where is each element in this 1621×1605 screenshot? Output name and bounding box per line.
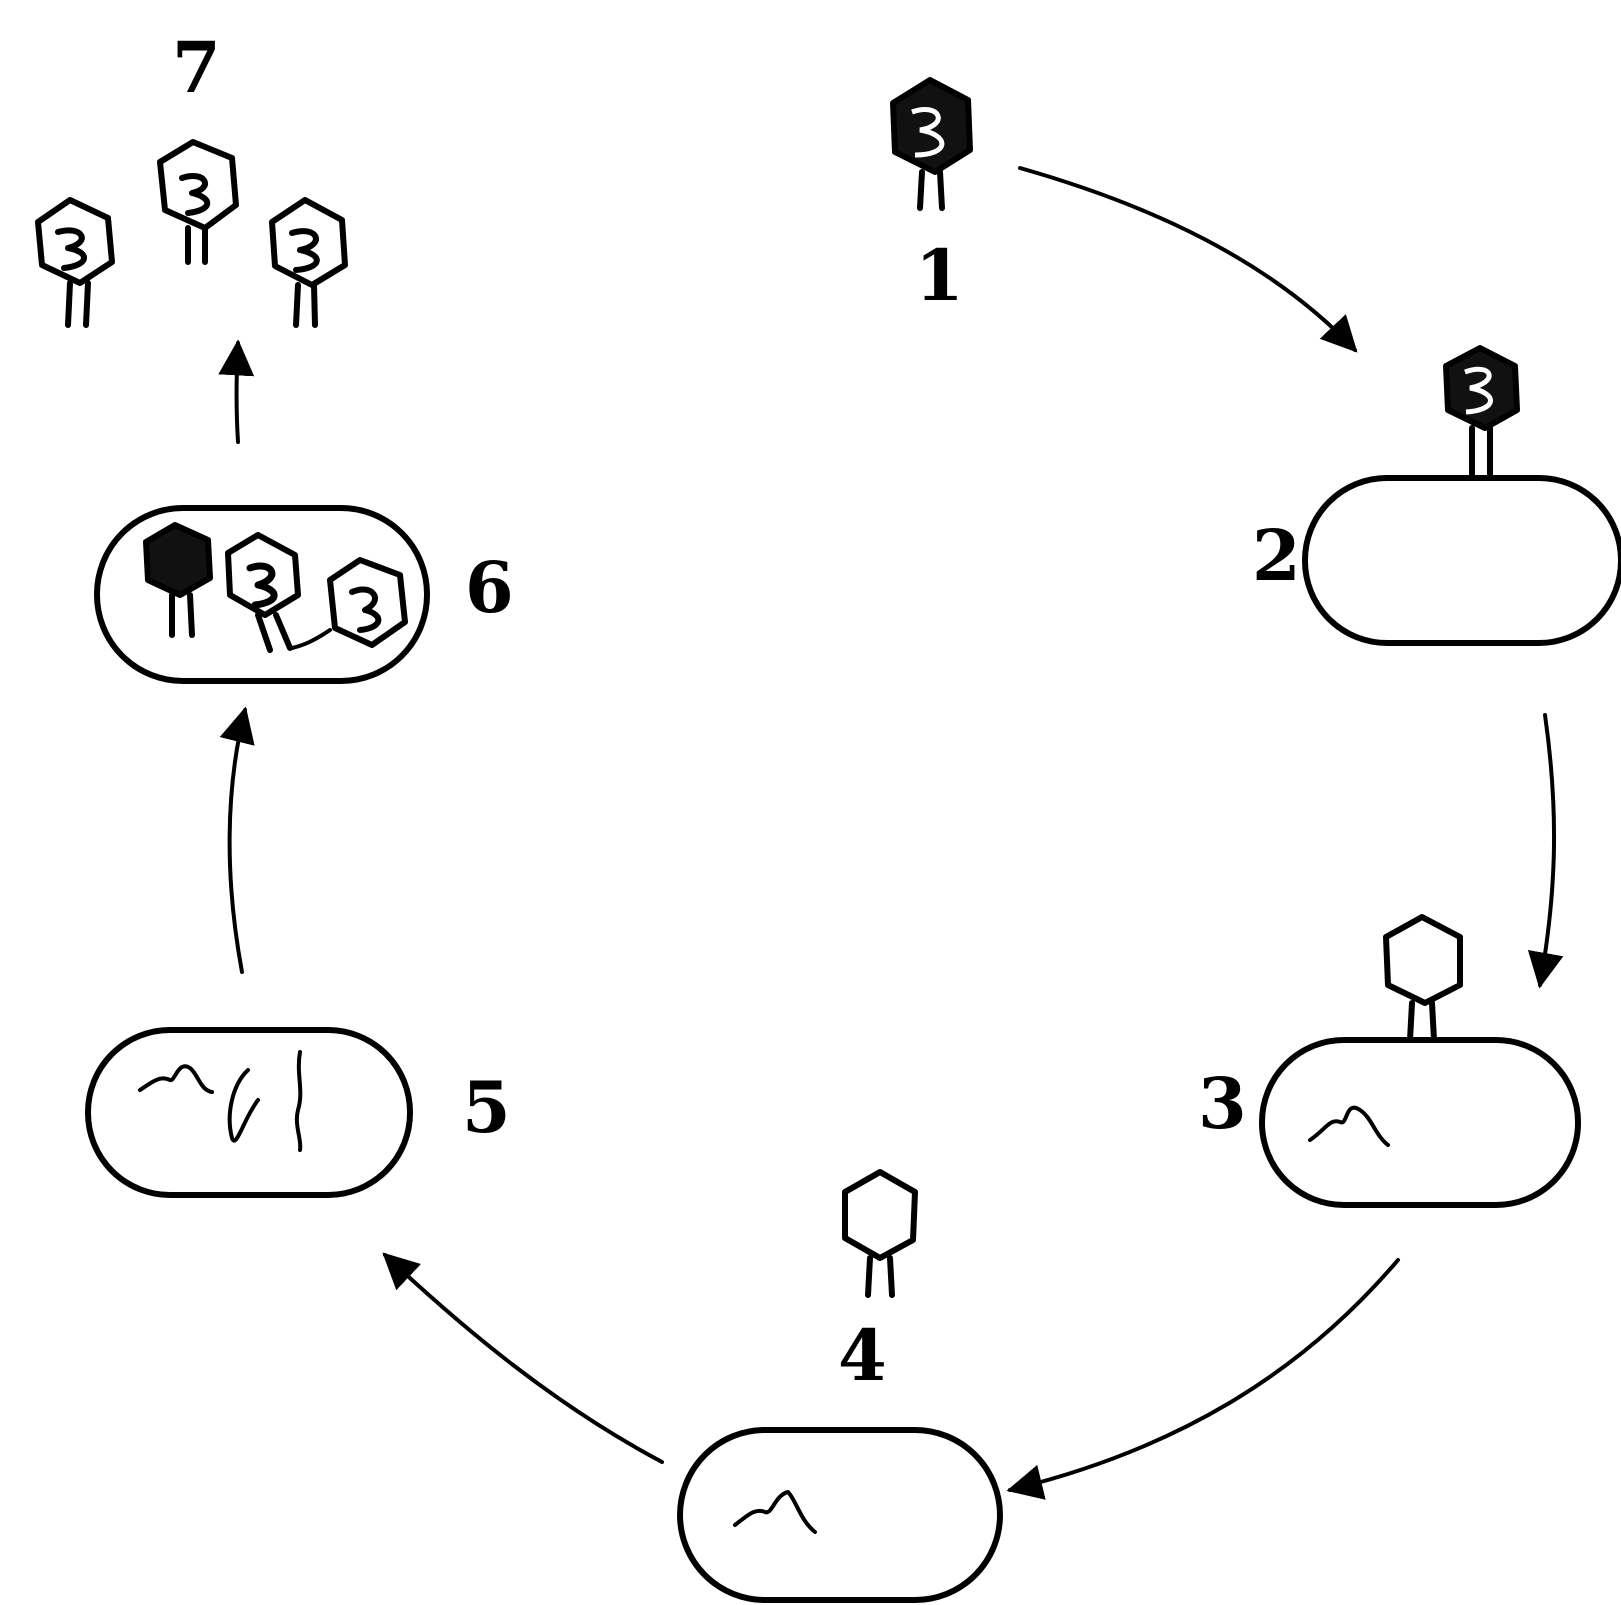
phage-dna	[733, 1490, 817, 1534]
phage-dna	[294, 1050, 303, 1152]
stage-1-free-phage: 1	[890, 77, 973, 317]
arrow-5-to-6	[219, 706, 255, 974]
stage-6-assembly: 6	[94, 505, 514, 684]
stage-3-label: 3	[1198, 1062, 1247, 1145]
arrow-4-to-5	[382, 1252, 664, 1464]
stage-2-label: 2	[1252, 514, 1301, 597]
stage-3-injection: 3	[1198, 914, 1581, 1208]
arrow-6-to-7	[218, 339, 255, 444]
bacterium-cell	[1302, 475, 1621, 646]
stage-6-label: 6	[465, 546, 514, 629]
phage-dna	[227, 1068, 260, 1143]
arrow-1-to-2	[1018, 166, 1358, 353]
stage-4-replication: 4	[677, 1169, 1003, 1603]
bacterium-cell	[677, 1427, 1003, 1603]
arrow-2-to-3	[1527, 713, 1564, 989]
stage-5-label: 5	[462, 1066, 511, 1149]
bacterium-cell	[94, 505, 430, 684]
bacterium-cell	[85, 1027, 413, 1198]
stage-5-synthesis: 5	[85, 1027, 511, 1198]
bacterium-cell	[1259, 1037, 1581, 1208]
stage-4-label: 4	[838, 1314, 887, 1397]
stage-7-release: 7	[35, 26, 348, 328]
stage-7-label: 7	[172, 26, 221, 109]
phage-dna	[138, 1064, 214, 1094]
arrow-3-to-4	[1006, 1258, 1400, 1500]
stage-2-attachment: 2	[1252, 345, 1621, 646]
phage-dna	[1308, 1105, 1390, 1147]
stage-1-label: 1	[915, 234, 964, 317]
